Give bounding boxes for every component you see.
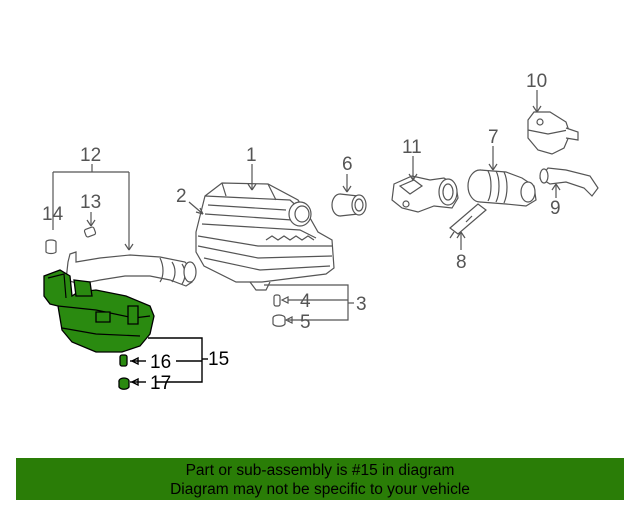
part-1-air-cleaner-assembly[interactable] xyxy=(195,182,335,291)
callout-2: 2 xyxy=(176,186,187,207)
part-4-bolt[interactable] xyxy=(273,294,281,307)
callout-13: 13 xyxy=(80,192,101,213)
banner-line-part: Part or sub-assembly is #15 in diagram xyxy=(185,462,455,479)
callout-3: 3 xyxy=(356,294,367,315)
banner-line-disclaimer: Diagram may not be specific to your vehi… xyxy=(170,481,470,498)
callout-16: 16 xyxy=(150,352,171,373)
callout-17: 17 xyxy=(150,373,171,394)
part-11-air-flow-sensor[interactable] xyxy=(391,175,459,213)
callout-12: 12 xyxy=(80,145,101,166)
callout-4: 4 xyxy=(300,291,311,312)
part-12-intake-duct[interactable] xyxy=(65,251,197,287)
part-17-grommet[interactable] xyxy=(118,377,130,390)
part-10-resonator[interactable] xyxy=(527,111,579,155)
callout-14: 14 xyxy=(42,204,64,225)
part-15-resonator-highlighted[interactable] xyxy=(43,269,155,353)
part-9-ventilation-hose[interactable] xyxy=(539,167,599,197)
part-5-grommet[interactable] xyxy=(272,314,286,327)
highlight-notice-banner: Part or sub-assembly is #15 in diagram D… xyxy=(16,458,624,500)
callout-15: 15 xyxy=(208,349,229,370)
part-13-clamp[interactable] xyxy=(83,226,97,238)
callout-8: 8 xyxy=(456,252,467,273)
callout-7: 7 xyxy=(488,127,499,148)
callout-9: 9 xyxy=(550,198,561,219)
part-7-intake-hose[interactable] xyxy=(467,169,537,207)
part-8-vacuum-hose[interactable] xyxy=(449,203,487,239)
callout-11: 11 xyxy=(402,137,422,158)
part-16-bolt[interactable] xyxy=(119,354,128,367)
leader-lines xyxy=(52,90,561,387)
callout-6: 6 xyxy=(342,154,353,175)
part-14-clip[interactable] xyxy=(45,239,57,255)
callout-5: 5 xyxy=(300,312,311,333)
callout-10: 10 xyxy=(526,71,547,92)
part-6-grommet[interactable] xyxy=(331,193,367,217)
callout-1: 1 xyxy=(246,145,257,166)
